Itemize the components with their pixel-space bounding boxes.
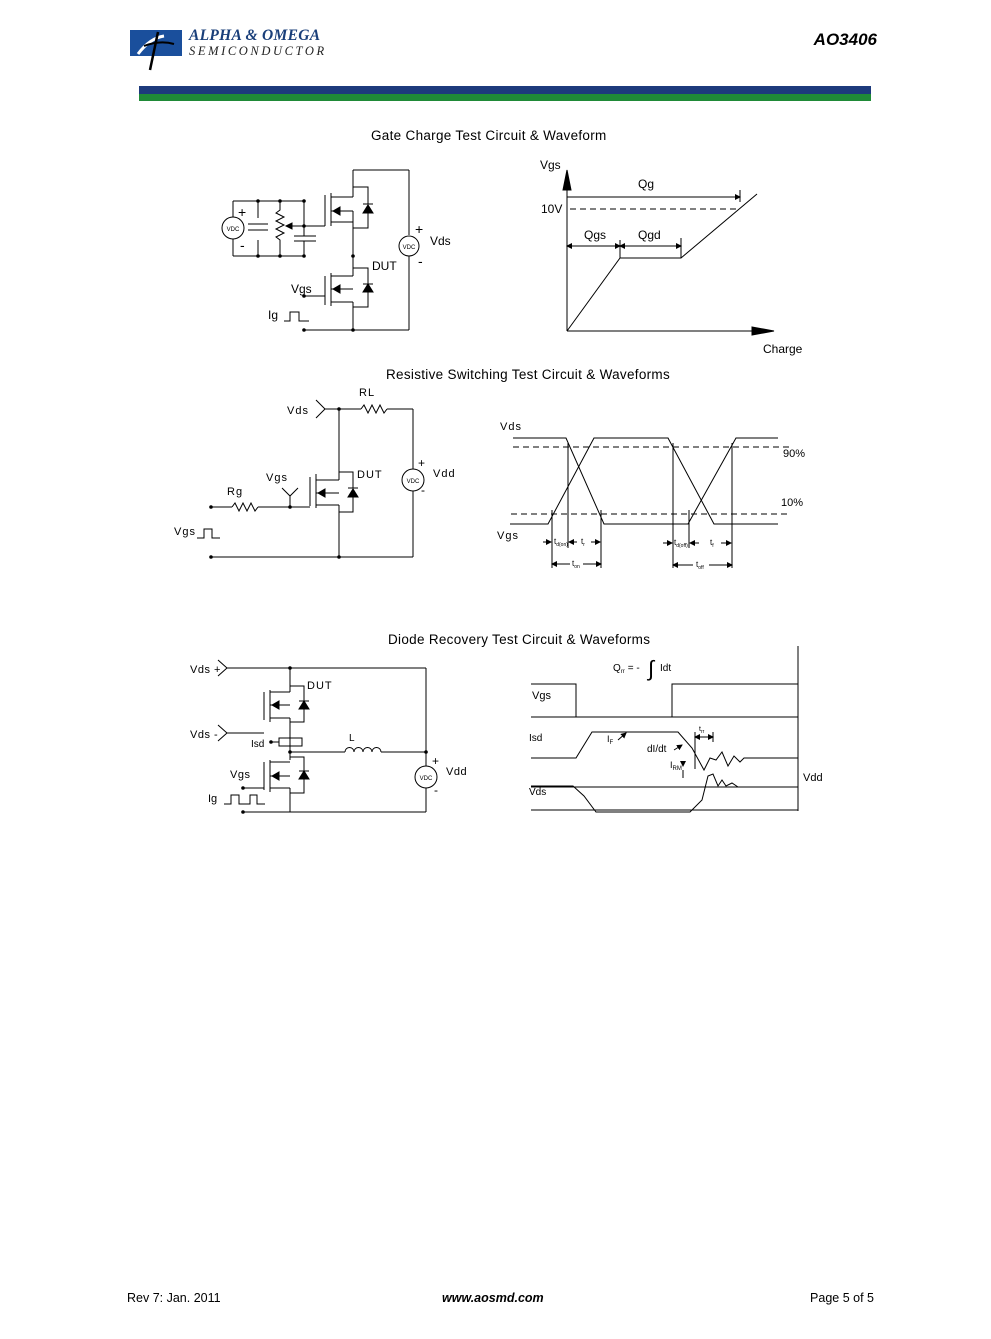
rs-tr: tr [581, 537, 585, 548]
dr-wave-isd: Isd [529, 733, 542, 744]
header-band-green [139, 94, 871, 101]
dr-qrr-idt: Idt [660, 663, 671, 674]
footer-page-number: Page 5 of 5 [810, 1291, 874, 1305]
integral-icon: ∫ [646, 656, 656, 681]
dr-wave-vds: Vds [529, 787, 546, 798]
diode-recovery-title: Diode Recovery Test Circuit & Waveforms [388, 632, 651, 647]
gate-charge-title: Gate Charge Test Circuit & Waveform [371, 128, 607, 143]
gc-wave-qgs: Qgs [584, 228, 606, 242]
dr-vds-plus: Vds + [190, 664, 221, 676]
dr-wave-vdd: Vdd [803, 772, 823, 784]
gc-plus-left: + [238, 204, 246, 220]
rs-tf: tf [710, 538, 714, 549]
rs-rg-label: Rg [227, 486, 243, 498]
rs-minus: - [421, 483, 425, 497]
rs-ton: ton [572, 559, 580, 570]
dr-dots [241, 666, 428, 814]
dr-l: L [349, 733, 355, 744]
dr-wave-irm: IRM [670, 760, 682, 772]
dr-vgs: Vgs [230, 769, 250, 781]
gate-charge-circuit [221, 169, 420, 331]
gate-charge-waveform [562, 169, 775, 336]
rs-vds-label: Vds [287, 405, 309, 417]
diode-recovery-circuit [217, 659, 438, 813]
rs-rl-label: RL [359, 387, 375, 399]
rs-wave-vgs: Vgs [497, 530, 519, 542]
footer-website-link[interactable]: www.aosmd.com [442, 1291, 544, 1305]
alpha-omega-logo-icon [136, 31, 175, 71]
dr-qrr: Qrr= - [613, 663, 640, 675]
rs-td-on: td(on) [554, 537, 568, 548]
gc-wave-vgs: Vgs [540, 158, 561, 172]
resistive-switching-circuit [197, 399, 425, 558]
dr-vdc: VDC [420, 776, 433, 782]
dr-wave-trr: trr [699, 726, 705, 735]
rs-dots [209, 407, 341, 559]
rs-vdd-label: Vdd [433, 468, 456, 480]
dr-ig: Ig [208, 793, 217, 805]
gc-vds-label: Vds [430, 234, 451, 248]
rs-vgs-label: Vgs [266, 472, 288, 484]
gc-ig-label: Ig [268, 308, 278, 322]
diode-recovery-waveform [531, 646, 799, 813]
gc-minus-right: - [418, 253, 423, 269]
footer-revision: Rev 7: Jan. 2011 [127, 1291, 221, 1305]
rs-wave-10: 10% [781, 497, 803, 509]
company-name: ALPHA & OMEGA [189, 27, 321, 44]
resistive-switching-title: Resistive Switching Test Circuit & Wavef… [386, 367, 671, 382]
gc-plus-right: + [415, 221, 423, 237]
dr-vds-minus: Vds - [190, 729, 218, 741]
rs-wave-90: 90% [783, 448, 805, 460]
rs-dut-label: DUT [357, 469, 383, 481]
part-number: AO3406 [813, 30, 877, 49]
header-band-blue [139, 86, 871, 94]
dr-wave-vgs: Vgs [532, 690, 551, 702]
dr-isd: Isd [251, 739, 264, 750]
gc-wave-10v: 10V [541, 202, 562, 216]
rs-vdc-label: VDC [407, 479, 420, 485]
gate-charge-circuit-dots [256, 199, 355, 332]
rs-wave-vds: Vds [500, 421, 522, 433]
company-subtitle: SEMICONDUCTOR [189, 44, 327, 58]
vdc-label-2: VDC [403, 245, 416, 251]
rs-plus: + [418, 456, 425, 470]
dr-plus: + [432, 754, 439, 768]
rs-vgs-pulse-label: Vgs [174, 526, 196, 538]
gc-wave-charge: Charge [763, 342, 803, 356]
dr-wave-if: IF [607, 734, 614, 746]
gc-wave-qg: Qg [638, 177, 654, 191]
gc-wave-qgd: Qgd [638, 228, 661, 242]
vdc-label-1: VDC [227, 227, 240, 233]
dr-dut: DUT [307, 680, 333, 692]
dr-minus: - [434, 783, 438, 797]
gc-vgs-label: Vgs [291, 282, 312, 296]
dr-wave-didt: dI/dt [647, 744, 667, 755]
gc-dut-label: DUT [372, 259, 397, 273]
resistive-switching-waveform [510, 437, 790, 568]
rs-td-off: td(off) [674, 538, 688, 549]
gc-minus-left: - [240, 237, 245, 253]
dr-vdd: Vdd [446, 766, 467, 778]
rs-toff: toff [696, 560, 704, 571]
company-logo-mark [130, 30, 182, 71]
